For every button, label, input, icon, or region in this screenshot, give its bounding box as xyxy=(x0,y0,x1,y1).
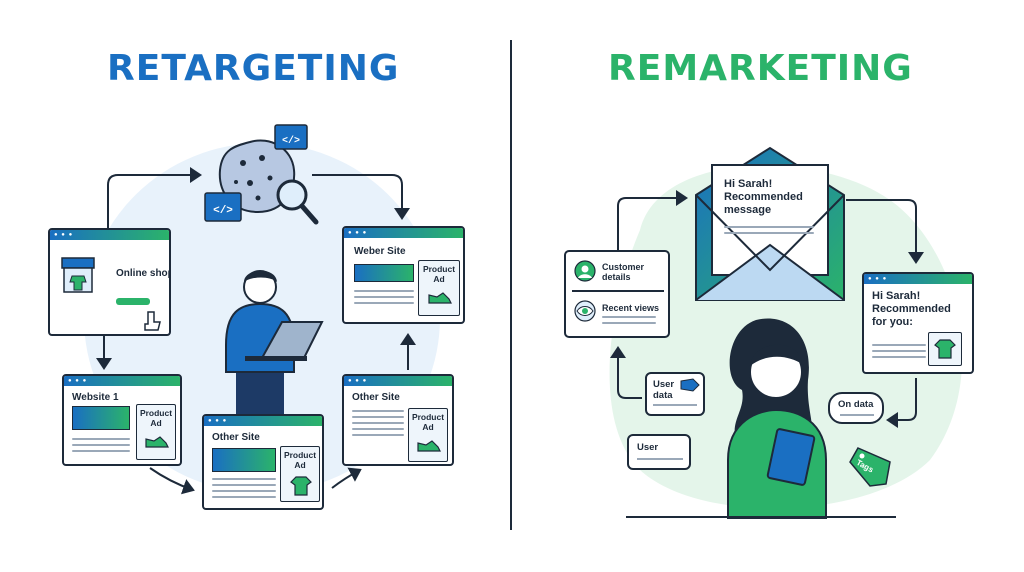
other-site-product-ad-right: Product Ad xyxy=(408,408,448,462)
weber-text-lines xyxy=(354,290,414,308)
recommended-window: ● ● ● Hi Sarah! Recommended for you: xyxy=(862,272,974,374)
weber-site-label: Weber Site xyxy=(354,246,406,257)
product-ad-label: Product Ad xyxy=(139,408,173,428)
shop-button xyxy=(116,298,150,305)
email-envelope xyxy=(695,146,845,301)
woman-with-tablet xyxy=(626,318,896,519)
product-ad-label: Product Ad xyxy=(422,264,456,284)
on-data-lines xyxy=(840,414,874,419)
shoe-icon xyxy=(145,436,169,448)
weber-site-window: ● ● ● Weber Site Product Ad xyxy=(342,226,465,324)
on-data-label: On data xyxy=(838,399,874,410)
recommended-lines xyxy=(872,344,926,362)
arrow-details-to-email xyxy=(617,190,688,250)
magnifier-icon xyxy=(276,179,319,225)
website1-window: ● ● ● Website 1 Product Ad xyxy=(62,374,182,466)
arrow-website1-to-other xyxy=(149,467,195,495)
other-site-window-right: ● ● ● Other Site Product Ad xyxy=(342,374,454,466)
retargeting-title: RETARGETING xyxy=(107,48,400,89)
shoe-icon xyxy=(417,440,441,452)
product-ad-label: Product Ad xyxy=(411,412,445,432)
code-window-icon-bottom: </> xyxy=(204,192,242,222)
website1-text-lines xyxy=(72,438,130,456)
email-text-lines xyxy=(724,226,814,238)
user-avatar-icon xyxy=(574,260,596,282)
recent-views-label: Recent views xyxy=(602,303,660,313)
arrow-rec-to-ondata xyxy=(886,378,917,428)
user-data-bubble: User data xyxy=(645,372,705,416)
user-data-label: User data xyxy=(653,379,675,401)
other-site-window-center: ● ● ● Other Site Product Ad xyxy=(202,414,324,510)
other-site-lines-right xyxy=(352,410,404,440)
price-tag-icon xyxy=(849,447,891,487)
email-message-text: Hi Sarah! Recommended message xyxy=(724,178,803,216)
customer-details-card: Customer details Recent views xyxy=(564,250,670,338)
website1-banner xyxy=(72,406,130,430)
tag-icon xyxy=(680,378,700,392)
website1-product-ad: Product Ad xyxy=(136,404,176,460)
product-ad-label: Product Ad xyxy=(283,450,317,470)
eye-icon xyxy=(574,300,596,322)
code-window-icon-top: </> xyxy=(274,124,308,150)
svg-text:</>: </> xyxy=(213,205,233,217)
shoe-icon xyxy=(428,292,452,304)
online-shop-label: Online shop xyxy=(116,268,171,279)
user-label: User xyxy=(637,442,659,453)
weber-product-ad: Product Ad xyxy=(418,260,460,316)
user-data-lines xyxy=(653,404,697,409)
other-site-label-right: Other Site xyxy=(352,392,400,403)
arrow-email-to-rec xyxy=(846,199,924,264)
customer-details-label: Customer details xyxy=(602,262,645,282)
arrow-shop-to-cookie xyxy=(107,167,202,228)
storefront-icon xyxy=(61,257,95,293)
tshirt-icon xyxy=(934,339,956,359)
weber-banner xyxy=(354,264,414,282)
card-divider xyxy=(572,290,664,292)
pointer-hand-icon xyxy=(144,311,161,331)
svg-text:</>: </> xyxy=(282,135,300,147)
user-bubble: User xyxy=(627,434,691,470)
arrow-cookie-to-weber xyxy=(312,174,410,220)
recent-views-lines xyxy=(602,316,656,328)
other-site-lines-center xyxy=(212,478,276,502)
online-shop-window: ● ● ● Online shop xyxy=(48,228,171,336)
arrow-other-to-othersite xyxy=(331,467,362,489)
recommended-product xyxy=(928,332,962,366)
other-site-label-center: Other Site xyxy=(212,432,260,443)
arrow-userdata-to-details xyxy=(610,346,642,399)
person-with-laptop xyxy=(225,270,324,415)
website1-label: Website 1 xyxy=(72,392,119,403)
user-lines xyxy=(637,458,683,463)
other-site-banner-center xyxy=(212,448,276,472)
remarketing-title: REMARKETING xyxy=(608,48,913,89)
recommended-text: Hi Sarah! Recommended for you: xyxy=(872,290,951,328)
on-data-bubble: On data xyxy=(828,392,884,424)
tshirt-icon xyxy=(290,476,312,496)
other-site-product-ad-center: Product Ad xyxy=(280,446,320,502)
